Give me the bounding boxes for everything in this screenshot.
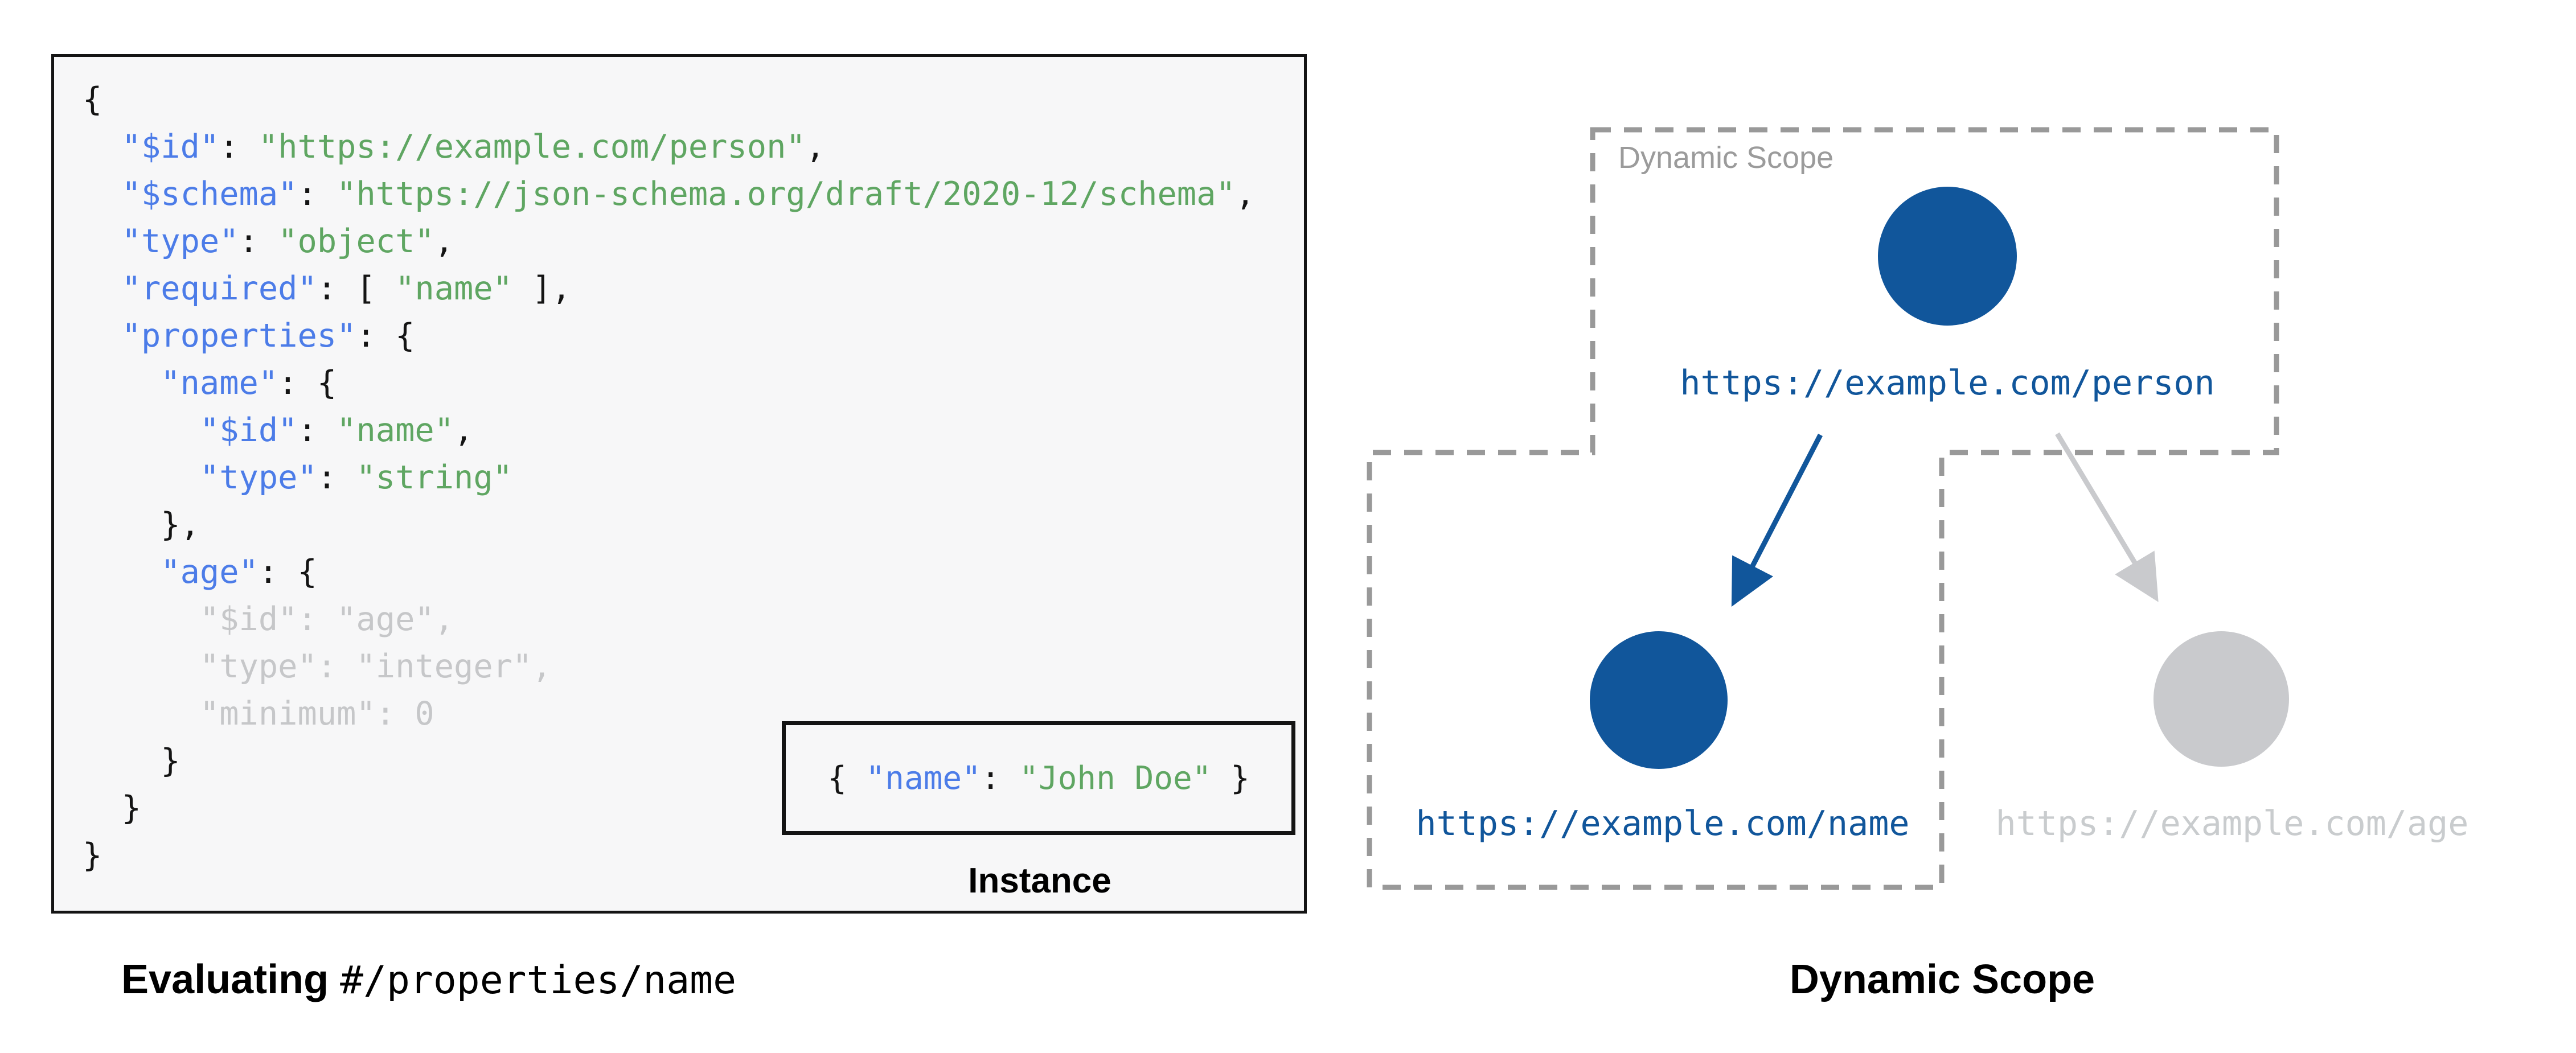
code-token: : — [317, 459, 356, 496]
code-token: "$id" — [199, 412, 298, 449]
code-line: "type": "object", — [83, 218, 1255, 265]
caption-evaluating-word: Evaluating — [121, 957, 329, 1002]
code-token: , — [1235, 175, 1256, 213]
code-line: "$id": "https://example.com/person", — [83, 124, 1255, 171]
code-token: }, — [83, 506, 200, 544]
code-token: { — [827, 759, 866, 797]
code-token: "$schema" — [121, 175, 298, 213]
code-line: "required": [ "name" ], — [83, 265, 1255, 312]
instance-box: { "name": "John Doe" } — [782, 721, 1295, 835]
code-token: ], — [512, 270, 571, 307]
code-line: }, — [83, 501, 1255, 549]
code-token: , — [434, 223, 454, 260]
code-token: , — [454, 412, 474, 449]
name-node — [1590, 631, 1728, 769]
caption-evaluating: Evaluating #/properties/name — [121, 956, 736, 1003]
edge-person-age — [2055, 432, 2159, 602]
code-token: : — [239, 223, 278, 260]
code-token: : — [297, 412, 337, 449]
code-token: { — [83, 81, 102, 118]
age-node — [2153, 631, 2289, 767]
code-token: , — [805, 128, 826, 166]
code-line: "age": { — [83, 549, 1255, 596]
instance-label: Instance — [968, 861, 1111, 900]
scope-title: Dynamic Scope — [1618, 141, 1834, 175]
code-token: "object" — [278, 223, 434, 260]
schema-panel: { "$id": "https://example.com/person", "… — [51, 54, 1307, 914]
code-token: "required" — [121, 270, 317, 307]
code-line: } — [83, 832, 1255, 879]
code-line: { — [83, 76, 1255, 124]
code-line: "$id": "name", — [83, 407, 1255, 454]
code-line: "name": { — [83, 360, 1255, 407]
code-token: : — [219, 128, 259, 166]
code-token: "type" — [199, 459, 317, 496]
code-token: "https://example.com/person" — [258, 128, 806, 166]
person-node — [1878, 187, 2017, 326]
age-url-label: https://example.com/age — [1995, 804, 2469, 844]
code-token: "name" — [865, 759, 981, 797]
code-token: "$id": "age", — [83, 600, 454, 638]
code-token: "name" — [395, 270, 512, 307]
code-token: "age" — [161, 553, 259, 591]
schema-code: { "$id": "https://example.com/person", "… — [83, 76, 1255, 879]
code-line: "$id": "age", — [83, 596, 1255, 643]
code-token: } — [1211, 759, 1250, 797]
caption-evaluating-pointer: #/properties/name — [340, 958, 737, 1003]
code-token: "$id" — [121, 128, 220, 166]
code-token: } — [83, 837, 102, 874]
name-url-label: https://example.com/name — [1416, 804, 1910, 844]
code-token: : { — [356, 317, 415, 355]
code-line: "properties": { — [83, 312, 1255, 360]
code-line: "$schema": "https://json-schema.org/draf… — [83, 171, 1255, 218]
code-token: "type": "integer", — [83, 648, 552, 685]
code-token: : — [981, 759, 1020, 797]
code-token: : — [297, 175, 337, 213]
code-token: : { — [258, 553, 317, 591]
code-token: "https://json-schema.org/draft/2020-12/s… — [337, 175, 1236, 213]
diagram-caption: Dynamic Scope — [1789, 957, 2095, 1002]
code-line: } — [83, 785, 1255, 832]
edge-person-name — [1731, 433, 1823, 607]
dynamic-scope-boundary — [1367, 127, 2279, 890]
code-line: "type": "string" — [83, 454, 1255, 501]
code-token: } — [83, 742, 181, 780]
code-line: "type": "integer", — [83, 643, 1255, 690]
code-token: "properties" — [121, 317, 356, 355]
code-token: "John Doe" — [1019, 759, 1212, 797]
code-token: "string" — [356, 459, 512, 496]
code-token: "name" — [337, 412, 454, 449]
code-token: : { — [278, 364, 337, 402]
code-token: "name" — [161, 364, 278, 402]
code-token: : [ — [317, 270, 396, 307]
code-token: "minimum": 0 — [83, 695, 434, 733]
instance-code: { "name": "John Doe" } — [827, 760, 1250, 797]
code-line: "minimum": 0 — [83, 690, 1255, 738]
code-line: } — [83, 738, 1255, 785]
code-token: "type" — [121, 223, 239, 260]
code-token: } — [83, 789, 141, 827]
person-url-label: https://example.com/person — [1680, 363, 2215, 403]
